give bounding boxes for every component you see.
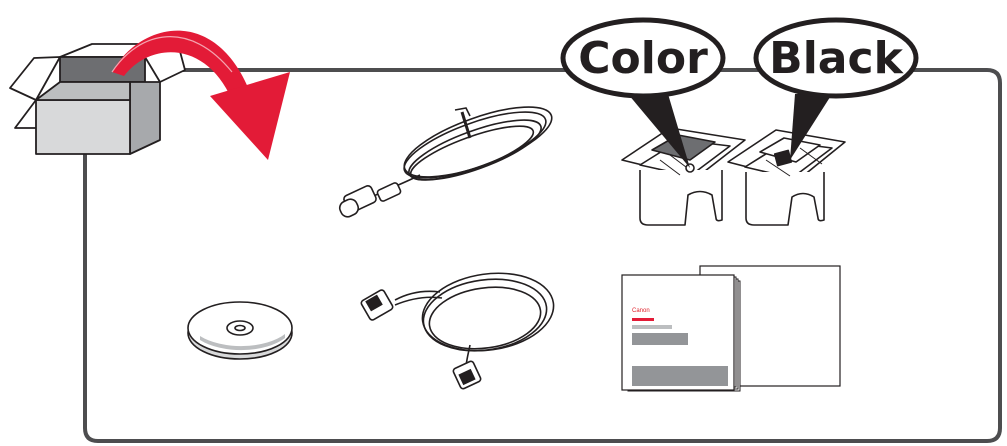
black-label: Black [769, 33, 904, 84]
manual-brand-text: Canon [632, 308, 650, 314]
open-box-icon [10, 44, 185, 154]
usb-cable-icon [360, 265, 558, 389]
color-callout: Color [563, 20, 723, 96]
cd-rom-icon [188, 302, 292, 359]
color-label: Color [578, 33, 708, 84]
black-callout: Black [756, 20, 916, 96]
color-ink-cartridge-icon [622, 128, 745, 225]
manuals-icon: Canon [622, 266, 840, 391]
black-ink-cartridge-icon [728, 130, 845, 225]
power-cord-icon [337, 93, 559, 219]
contents-frame [85, 70, 1000, 441]
